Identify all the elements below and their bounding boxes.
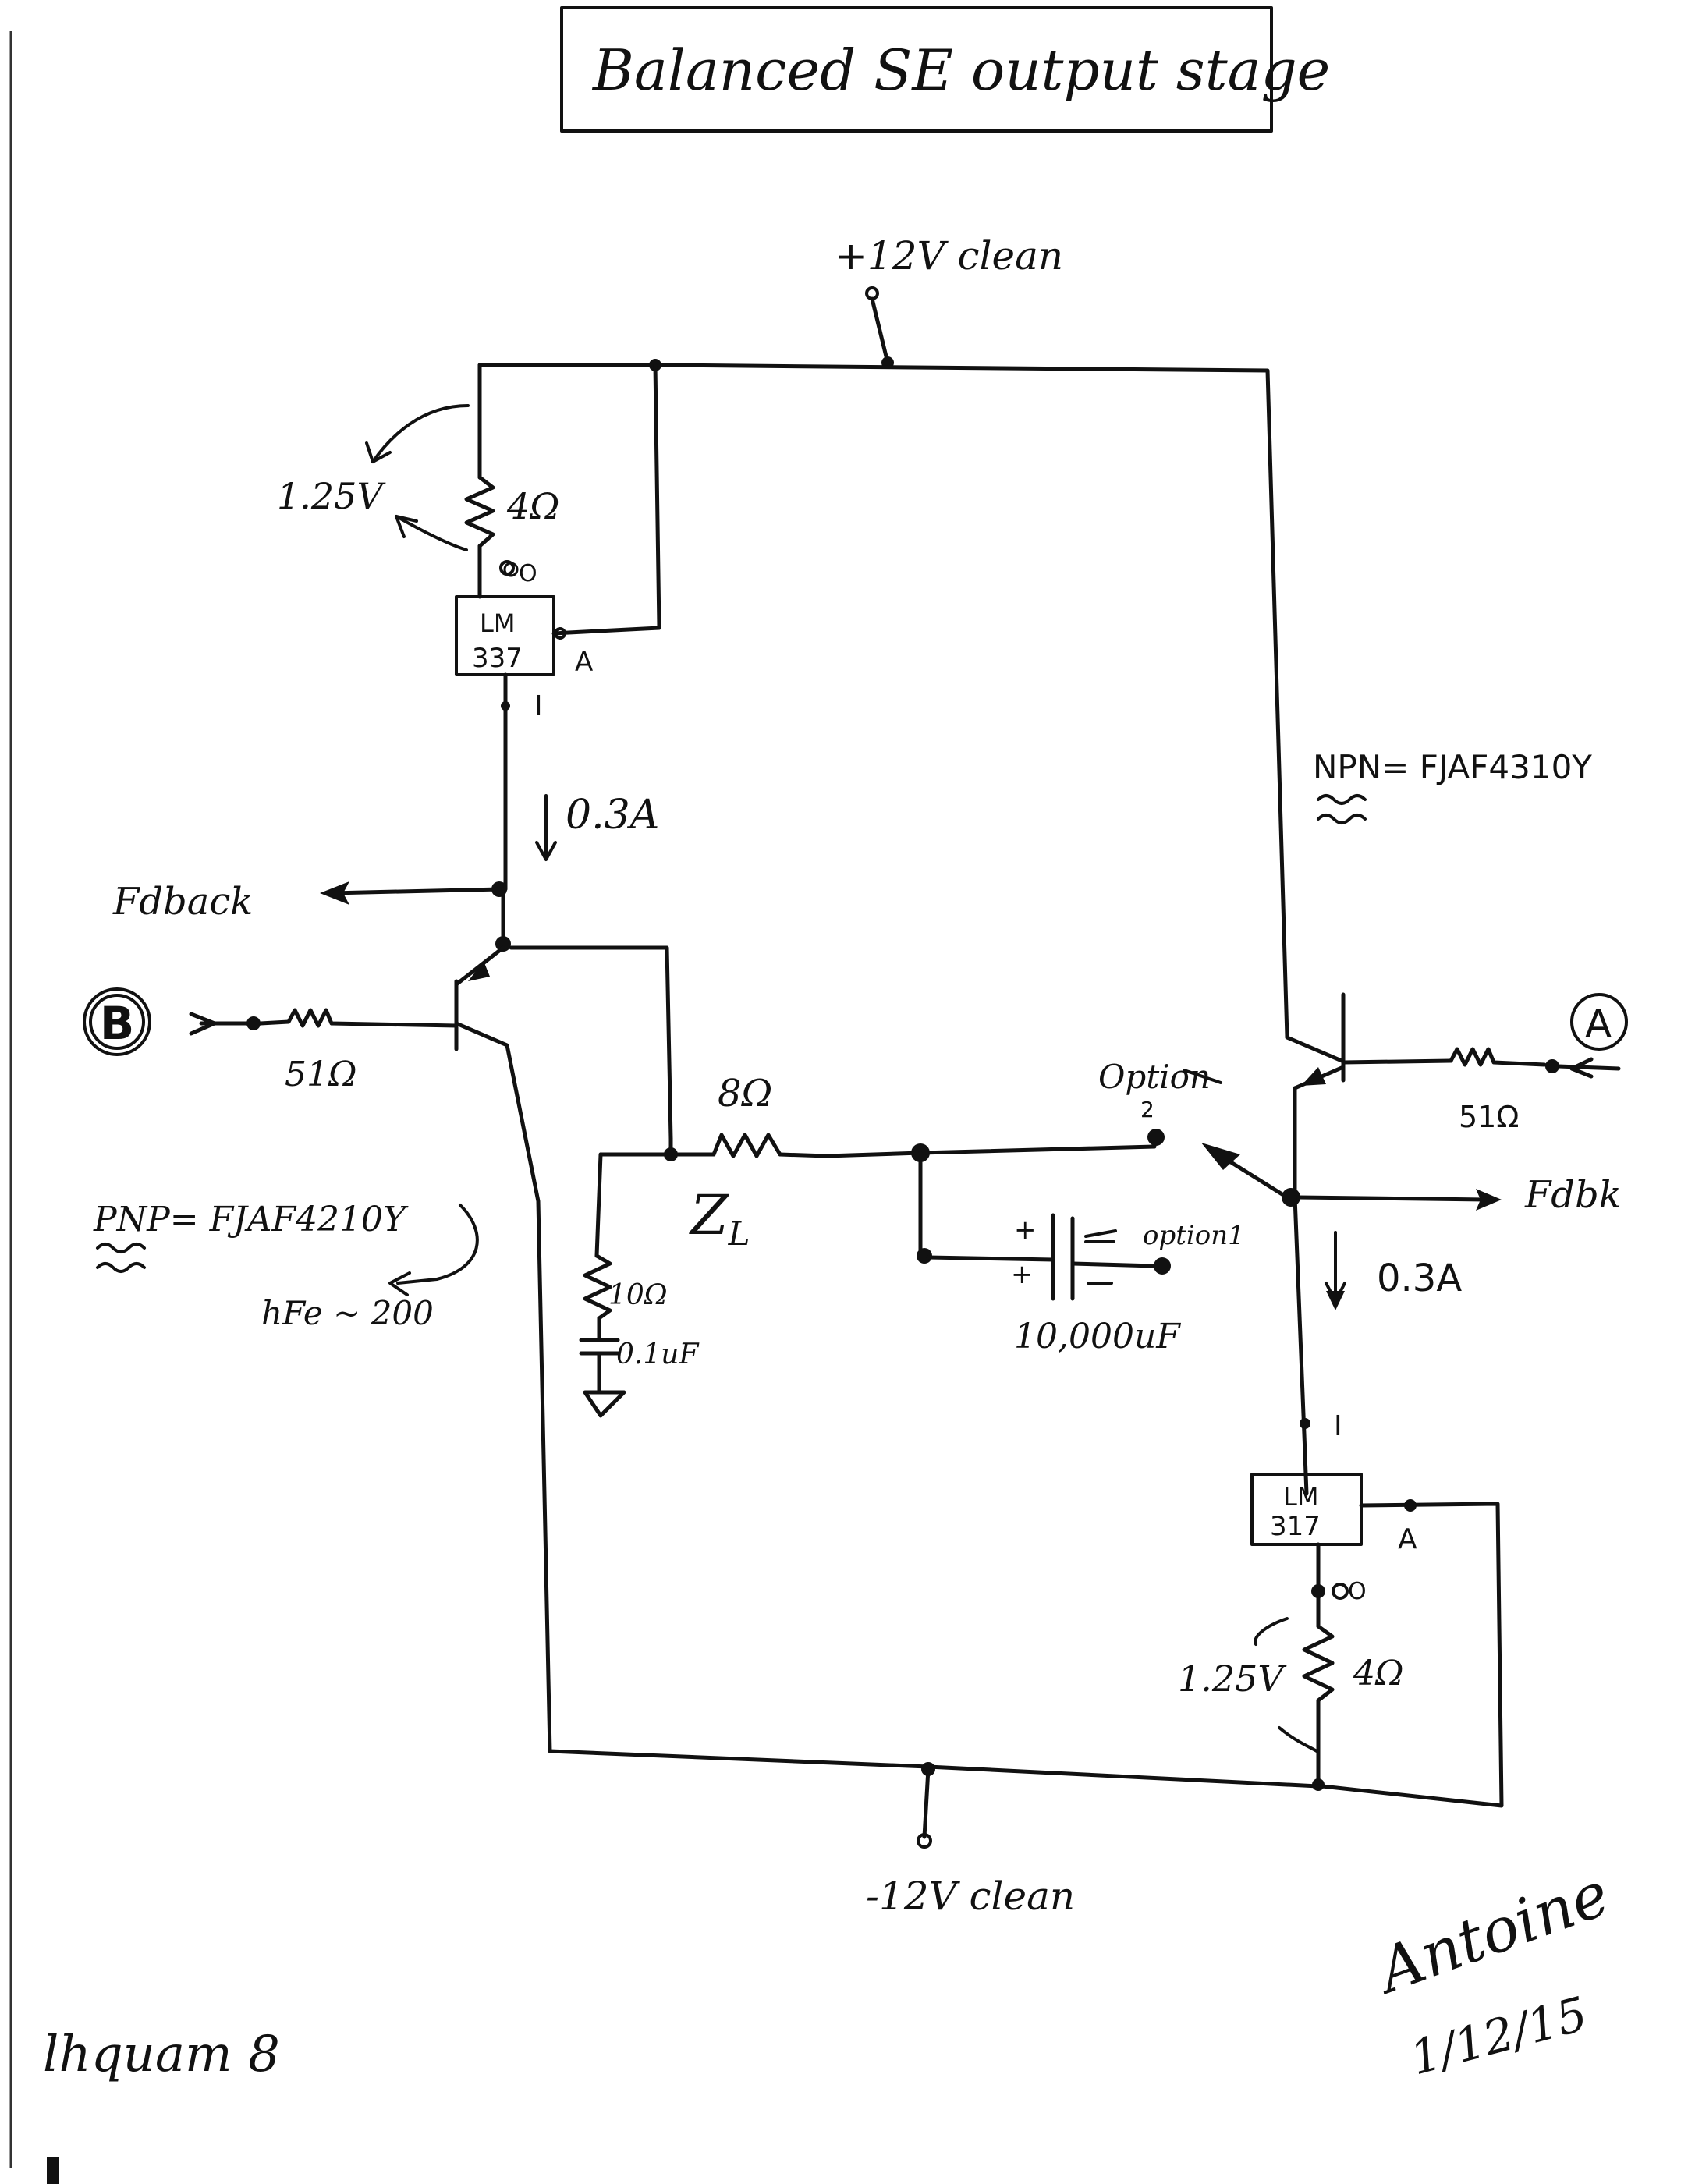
- input-b-label: B: [100, 997, 134, 1050]
- lm337-label-line2: 337: [472, 643, 523, 674]
- negative-supply: -12V clean: [866, 1767, 1075, 1919]
- option1-capacitor: [1051, 1213, 1075, 1301]
- lm317-label-line1: LM: [1283, 1482, 1318, 1512]
- upper-resistor-label: 4Ω: [506, 485, 559, 527]
- negative-supply-label: -12V clean: [866, 1874, 1075, 1919]
- lm317-label-line2: 317: [1270, 1511, 1321, 1542]
- lm317-regulator: [1250, 1473, 1363, 1546]
- title-box: Balanced SE output stage: [560, 6, 1330, 133]
- zobel-10ohm-resistor: [583, 1253, 612, 1321]
- lower-resistor-label: 4Ω: [1353, 1654, 1403, 1693]
- pnp-part-label: PNP= FJAF4210Y: [93, 1200, 409, 1239]
- npn-annotation: NPN= FJAF4310Y: [1313, 748, 1592, 824]
- input-b: B 51Ω: [83, 987, 459, 1094]
- input-b-51ohm-resistor: [286, 1008, 459, 1028]
- upper-current-source: 4Ω 1.25V O LM 337 A I 0.3A: [277, 363, 661, 892]
- zobel-capacitor-label: 0.1uF: [616, 1338, 700, 1370]
- option2-number: 2: [1140, 1097, 1154, 1122]
- right-feedback: Fdbk: [1296, 1173, 1622, 1217]
- footer-left-note: lhquam 8: [43, 2026, 280, 2083]
- right-feedback-label: Fdbk: [1524, 1173, 1622, 1217]
- lower-pin-i: I: [1334, 1410, 1342, 1442]
- left-feedback-label: Fdback: [112, 880, 253, 924]
- load-name: ZL: [689, 1183, 750, 1253]
- lower-pin-a: A: [1398, 1523, 1417, 1555]
- signature: Antoine: [1365, 1860, 1618, 2008]
- upper-voltage-label: 1.25V: [277, 475, 386, 517]
- zobel-capacitor: [579, 1338, 620, 1356]
- pnp-transistor: [454, 887, 673, 1753]
- lower-4ohm-resistor: [1302, 1624, 1335, 1703]
- page-title: Balanced SE output stage: [591, 37, 1330, 103]
- pnp-annotation: PNP= FJAF4210Y hFe ~ 200: [93, 1200, 479, 1332]
- load-name-subscript: L: [728, 1214, 750, 1253]
- left-feedback: Fdback: [112, 880, 507, 924]
- npn-transistor: [1282, 992, 1346, 1207]
- hfe-label: hFe ~ 200: [261, 1294, 434, 1332]
- lower-voltage-label: 1.25V: [1178, 1658, 1287, 1700]
- upper-pin-a: A: [575, 647, 593, 678]
- lm337-label-line1: LM: [480, 608, 515, 638]
- input-b-resistor-label: 51Ω: [285, 1055, 356, 1094]
- npn-part-label: NPN= FJAF4310Y: [1313, 748, 1592, 786]
- option2-selector: Option 2: [1098, 1058, 1289, 1200]
- lower-pin-o: O: [1348, 1578, 1367, 1605]
- positive-supply: +12V clean: [835, 233, 1063, 369]
- load-resistor-label: 8Ω: [718, 1072, 772, 1115]
- input-a-51ohm-resistor: [1449, 1047, 1547, 1067]
- upper-4ohm-resistor: [464, 475, 495, 548]
- lower-current-label: 0.3A: [1377, 1257, 1462, 1300]
- page-corner-mark: [47, 2157, 59, 2184]
- top-rail-wire: [477, 363, 1289, 1040]
- upper-current-label: 0.3A: [566, 792, 659, 838]
- option1-branch: + + option1 10,000uF: [917, 1150, 1245, 1356]
- option1-label: option1: [1143, 1220, 1245, 1251]
- upper-pin-i: I: [534, 690, 543, 722]
- option1-plus-bottom: +: [1011, 1259, 1034, 1290]
- option2-label: Option: [1098, 1058, 1211, 1096]
- positive-supply-label: +12V clean: [835, 233, 1063, 278]
- signature-date: 1/12/15: [1405, 1987, 1594, 2086]
- option1-cap-value: 10,000uF: [1014, 1317, 1181, 1356]
- input-a-label: A: [1585, 1002, 1612, 1047]
- load-8ohm-resistor: [711, 1133, 782, 1158]
- zobel-network: 10Ω 0.1uF: [579, 1152, 700, 1418]
- lower-current-source: 0.3A I LM 317 A O 4Ω 1.25V: [1178, 1195, 1504, 1808]
- zobel-resistor-label: 10Ω: [608, 1279, 668, 1311]
- zobel-ground-symbol: [583, 1390, 626, 1418]
- input-a: A 51Ω: [1341, 993, 1628, 1134]
- input-a-resistor-label: 51Ω: [1459, 1100, 1519, 1134]
- load-branch: 8Ω ZL: [598, 1072, 1165, 1253]
- option1-plus-top: +: [1014, 1214, 1037, 1246]
- upper-pin-o: O: [519, 560, 537, 587]
